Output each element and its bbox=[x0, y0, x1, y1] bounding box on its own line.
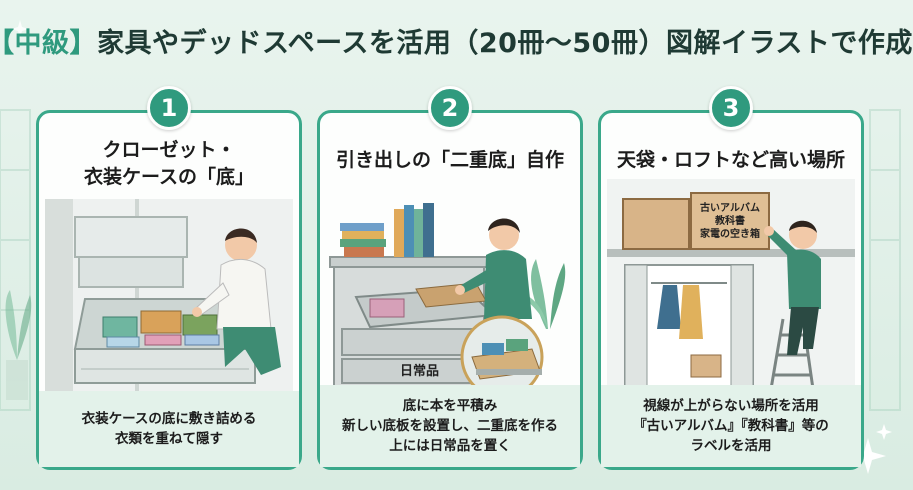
box-label-line: 家電の空き箱 bbox=[700, 227, 760, 240]
card-heading-line: 衣装ケースの「底」 bbox=[83, 166, 255, 188]
high-storage-illustration: 古いアルバム 教科書 家電の空き箱 bbox=[607, 179, 855, 397]
caption-line: 『古いアルバム』『教科書』等の bbox=[633, 418, 829, 434]
card-heading: 引き出しの「二重底」自作 bbox=[320, 147, 580, 174]
title-level: 【中級】 bbox=[0, 27, 98, 59]
inset-label: 日常品 bbox=[400, 363, 439, 379]
caption-line: 衣装ケースの底に敷き詰める bbox=[81, 411, 257, 427]
box-icon bbox=[622, 192, 770, 250]
plant-icon bbox=[516, 259, 566, 329]
caption-line: 底に本を平積み bbox=[402, 398, 498, 414]
title-main: 家具やデッドスペースを活用（20冊〜50冊）図解イラストで作成 bbox=[97, 27, 913, 59]
step-number-badge: 2 bbox=[428, 86, 472, 130]
card-heading-line: 引き出しの「二重底」自作 bbox=[335, 149, 564, 171]
page-title: 【中級】家具やデッドスペースを活用（20冊〜50冊）図解イラストで作成 bbox=[0, 8, 912, 72]
step-number-badge: 1 bbox=[147, 86, 191, 130]
closet-case-illustration bbox=[45, 199, 293, 395]
step-number-badge: 3 bbox=[709, 86, 753, 130]
caption-line: 新しい底板を設置し、二重底を作る bbox=[342, 418, 558, 434]
card-heading-line: クローゼット・ bbox=[102, 139, 236, 161]
caption-line: 視線が上がらない場所を活用 bbox=[643, 398, 819, 414]
card-heading: クローゼット・ 衣装ケースの「底」 bbox=[39, 137, 299, 191]
caption-line: ラベルを活用 bbox=[690, 438, 772, 454]
person-icon bbox=[455, 218, 532, 319]
person-icon bbox=[764, 220, 821, 355]
card-caption: 視線が上がらない場所を活用 『古いアルバム』『教科書』等の ラベルを活用 bbox=[601, 385, 861, 467]
caption-line: 上には日常品を置く bbox=[389, 438, 511, 454]
card-heading: 天袋・ロフトなど高い場所 bbox=[601, 147, 861, 174]
card-caption: 底に本を平積み 新しい底板を設置し、二重底を作る 上には日常品を置く bbox=[320, 385, 580, 467]
box-label-line: 教科書 bbox=[714, 214, 745, 227]
person-icon bbox=[192, 228, 281, 375]
card-heading-line: 天袋・ロフトなど高い場所 bbox=[616, 149, 845, 171]
card-high-storage: 天袋・ロフトなど高い場所 古いアルバム 教科書 家電の空き箱 bbox=[598, 110, 864, 470]
caption-line: 衣類を重ねて隠す bbox=[115, 431, 223, 447]
box-label-line: 古いアルバム bbox=[700, 201, 760, 214]
card-caption: 衣装ケースの底に敷き詰める 衣類を重ねて隠す bbox=[39, 391, 299, 467]
card-double-bottom-drawer: 引き出しの「二重底」自作 bbox=[317, 110, 583, 470]
drawer-icon bbox=[354, 282, 497, 329]
card-closet-case: クローゼット・ 衣装ケースの「底」 bbox=[36, 110, 302, 470]
inset-zoom bbox=[460, 315, 544, 399]
double-bottom-drawer-illustration: 日常品 bbox=[329, 203, 566, 399]
